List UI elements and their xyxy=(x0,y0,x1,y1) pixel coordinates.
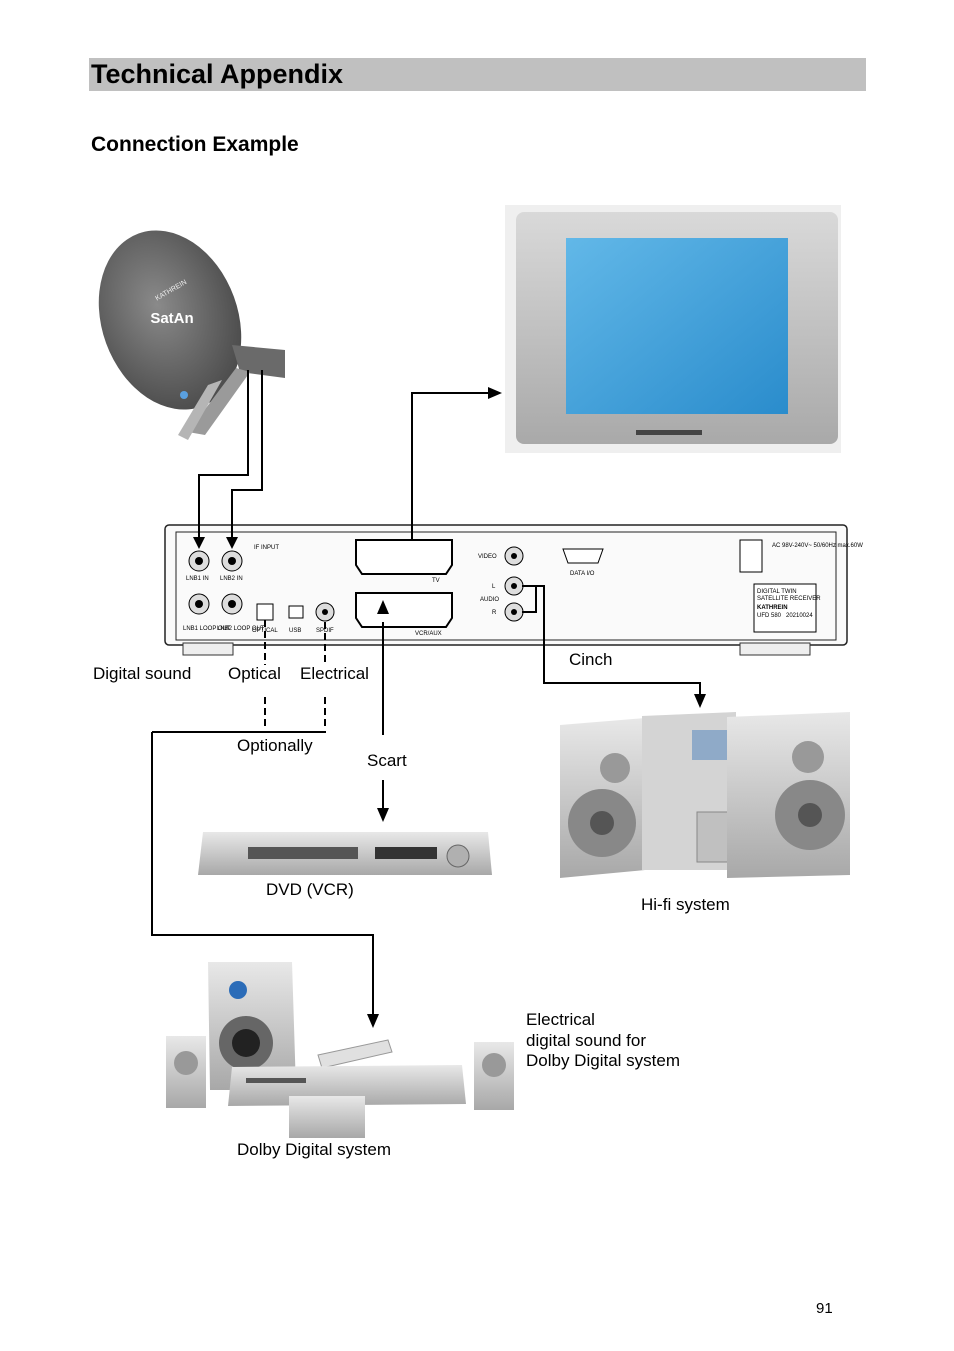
scart-tv-label: TV xyxy=(432,578,440,584)
television xyxy=(505,205,841,453)
spdif-port-label: SPDIF xyxy=(316,628,334,634)
lnb2-in-port xyxy=(221,550,243,572)
spdif-cable-down xyxy=(151,732,374,1015)
scart-vcr-label: VCR/AUX xyxy=(415,631,442,637)
audio-l-label: L xyxy=(492,584,496,590)
optionally-label: Optionally xyxy=(237,736,313,755)
lnb1-cable xyxy=(198,370,249,541)
connection-lines xyxy=(151,370,701,1015)
dvd-player xyxy=(198,832,492,875)
lnb2-cable xyxy=(231,370,263,541)
title-bar: Technical Appendix xyxy=(89,58,866,91)
audio-r-label: R xyxy=(492,610,497,616)
scart-label: Scart xyxy=(367,751,407,770)
scart-vcr-port xyxy=(355,592,453,628)
lnb2-in-label: LNB2 IN xyxy=(220,576,243,582)
lnb2-loop-port xyxy=(221,593,243,615)
dolby-label: Dolby Digital system xyxy=(237,1140,391,1159)
hifi-system xyxy=(560,712,850,878)
lnb2-loop-label: LNB2 LOOP OUT xyxy=(217,626,265,632)
arrowheads xyxy=(193,387,706,1028)
electrical-label: Electrical xyxy=(300,664,369,683)
section-title: Connection Example xyxy=(91,133,299,156)
model-brand: KATHREIN xyxy=(757,605,788,611)
model-line1: DIGITAL TWIN xyxy=(757,589,797,595)
hifi-label: Hi-fi system xyxy=(641,895,730,914)
audio-l-port xyxy=(504,576,524,596)
cinch-cable-r xyxy=(522,586,537,613)
page-title: Technical Appendix xyxy=(91,59,344,89)
audio-label: AUDIO xyxy=(480,597,499,603)
serial-number: 20210024 xyxy=(786,613,813,619)
optical-port xyxy=(256,603,274,621)
scart-tv-cable xyxy=(411,392,488,540)
optical-label: Optical xyxy=(228,664,281,683)
audio-r-port xyxy=(504,602,524,622)
lnb1-in-label: LNB1 IN xyxy=(186,576,209,582)
usb-port xyxy=(288,605,304,619)
data-io-port xyxy=(562,548,604,564)
dish-brand: SatAn xyxy=(150,310,193,327)
dvd-label: DVD (VCR) xyxy=(266,880,354,899)
electrical-note-line2: digital sound for xyxy=(526,1031,647,1050)
video-port xyxy=(504,546,524,566)
scart-tv-port xyxy=(355,539,453,575)
cinch-label: Cinch xyxy=(569,650,613,669)
data-io-label: DATA I/O xyxy=(570,571,595,577)
satellite-dish: SatAn KATHREIN xyxy=(98,230,285,440)
lnb1-loop-port xyxy=(188,593,210,615)
receiver-back-panel: LNB1 IN LNB2 IN IF INPUT LNB1 LOOP OUT L… xyxy=(164,524,863,656)
power-rating: AC 98V-240V~ 50/60Hz max.60W xyxy=(772,543,863,549)
lnb1-in-port xyxy=(188,550,210,572)
model-number: UFD 580 xyxy=(757,613,782,619)
electrical-note-line1: Electrical xyxy=(526,1010,595,1029)
dolby-digital-system xyxy=(166,962,514,1138)
usb-port-label: USB xyxy=(289,628,301,634)
if-input-label: IF INPUT xyxy=(254,545,279,551)
model-line2: SATELLITE RECEIVER xyxy=(757,596,821,602)
page-number: 91 xyxy=(816,1300,833,1317)
electrical-note-line3: Dolby Digital system xyxy=(526,1051,680,1070)
lnb1-loop-label: LNB1 LOOP OUT xyxy=(183,626,231,632)
video-port-label: VIDEO xyxy=(478,554,497,560)
digital-sound-label: Digital sound xyxy=(93,664,192,683)
